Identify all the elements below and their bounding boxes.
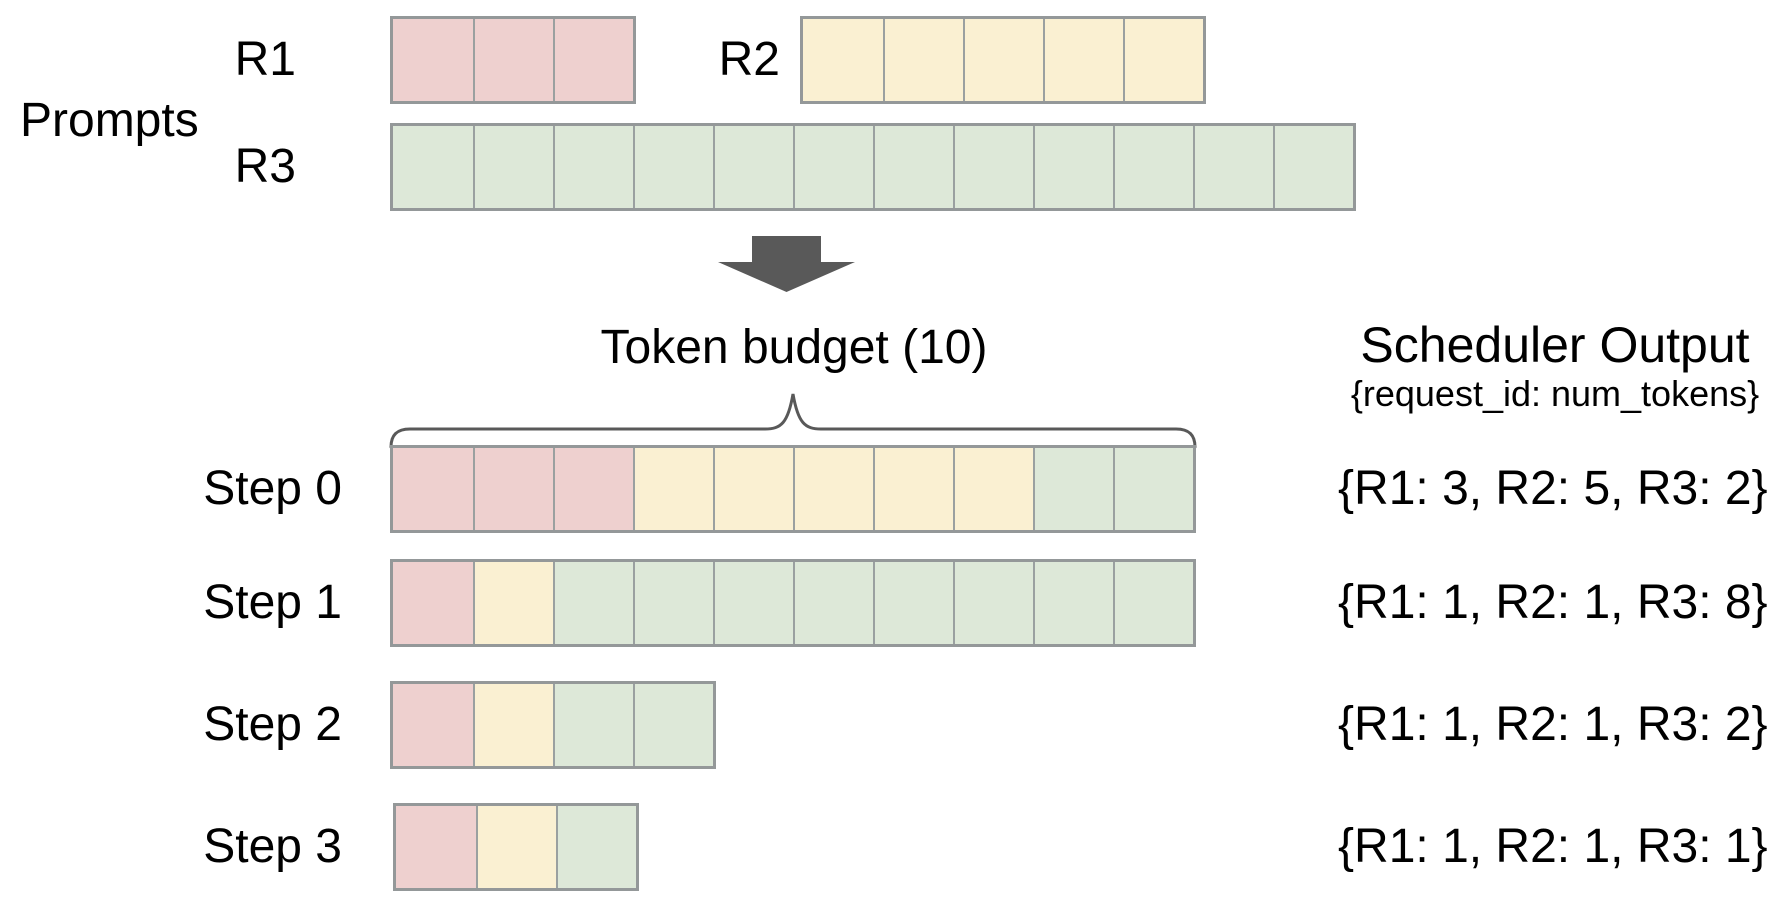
token-cell-r3 — [556, 806, 636, 888]
token-cell-r1 — [553, 19, 633, 101]
scheduler-output-title: Scheduler Output — [1360, 317, 1750, 373]
token-cell-r3 — [793, 126, 873, 208]
prompt-row-r3 — [390, 123, 1356, 211]
token-cell-r3 — [953, 562, 1033, 644]
scheduler-output-step-3: {R1: 1, R2: 1, R3: 1} — [1338, 820, 1768, 873]
token-cell-r3 — [1273, 126, 1353, 208]
token-cell-r2 — [953, 448, 1033, 530]
token-cell-r1 — [396, 806, 476, 888]
step-0-label: Step 0 — [203, 462, 342, 515]
token-cell-r2 — [793, 448, 873, 530]
token-cell-r3 — [713, 126, 793, 208]
token-cell-r3 — [553, 684, 633, 766]
request-r3-label: R3 — [234, 140, 296, 193]
token-cell-r2 — [1043, 19, 1123, 101]
token-cell-r3 — [553, 562, 633, 644]
token-cell-r2 — [1123, 19, 1203, 101]
prompt-row-r1 — [390, 16, 636, 104]
token-cell-r3 — [873, 562, 953, 644]
token-cell-r3 — [473, 126, 553, 208]
step-3-label: Step 3 — [203, 820, 342, 873]
request-r1-label: R1 — [234, 33, 296, 86]
token-cell-r3 — [1113, 126, 1193, 208]
token-cell-r3 — [873, 126, 953, 208]
token-cell-r2 — [473, 684, 553, 766]
scheduler-output-step-1: {R1: 1, R2: 1, R3: 8} — [1338, 576, 1768, 629]
down-arrow-shape — [718, 236, 855, 292]
token-cell-r1 — [553, 448, 633, 530]
token-cell-r2 — [473, 562, 553, 644]
token-cell-r1 — [393, 19, 473, 101]
token-cell-r1 — [393, 448, 473, 530]
token-cell-r3 — [553, 126, 633, 208]
request-r2-label: R2 — [718, 33, 780, 86]
prompt-row-r2 — [800, 16, 1206, 104]
token-cell-r3 — [713, 562, 793, 644]
scheduler-output-step-2: {R1: 1, R2: 1, R3: 2} — [1338, 698, 1768, 751]
token-cell-r2 — [633, 448, 713, 530]
token-cell-r3 — [633, 562, 713, 644]
token-cell-r3 — [633, 126, 713, 208]
token-cell-r3 — [1033, 562, 1113, 644]
token-cell-r3 — [1033, 126, 1113, 208]
token-cell-r2 — [963, 19, 1043, 101]
scheduler-output-header: Scheduler Output {request_id: num_tokens… — [1330, 318, 1780, 416]
token-cell-r3 — [1113, 448, 1193, 530]
brace-path — [389, 393, 1197, 449]
token-cell-r2 — [476, 806, 556, 888]
token-cell-r1 — [393, 562, 473, 644]
step-2-label: Step 2 — [203, 698, 342, 751]
token-cell-r2 — [873, 448, 953, 530]
step-0-token-row — [390, 445, 1196, 533]
token-cell-r3 — [1193, 126, 1273, 208]
scheduler-output-step-0: {R1: 3, R2: 5, R3: 2} — [1338, 462, 1768, 515]
token-budget-brace — [389, 393, 1197, 449]
token-cell-r3 — [953, 126, 1033, 208]
step-3-token-row — [393, 803, 639, 891]
step-2-token-row — [390, 681, 716, 769]
token-cell-r1 — [473, 448, 553, 530]
token-cell-r3 — [793, 562, 873, 644]
token-cell-r1 — [473, 19, 553, 101]
step-1-label: Step 1 — [203, 576, 342, 629]
token-cell-r3 — [1033, 448, 1113, 530]
prompts-section-label: Prompts — [20, 94, 199, 147]
token-cell-r2 — [883, 19, 963, 101]
step-1-token-row — [390, 559, 1196, 647]
scheduler-output-subtitle: {request_id: num_tokens} — [1350, 373, 1760, 414]
token-cell-r3 — [393, 126, 473, 208]
token-cell-r3 — [1113, 562, 1193, 644]
token-budget-label: Token budget (10) — [600, 321, 988, 374]
token-cell-r2 — [713, 448, 793, 530]
token-cell-r1 — [393, 684, 473, 766]
down-arrow-icon — [718, 236, 855, 292]
token-cell-r3 — [633, 684, 713, 766]
token-cell-r2 — [803, 19, 883, 101]
